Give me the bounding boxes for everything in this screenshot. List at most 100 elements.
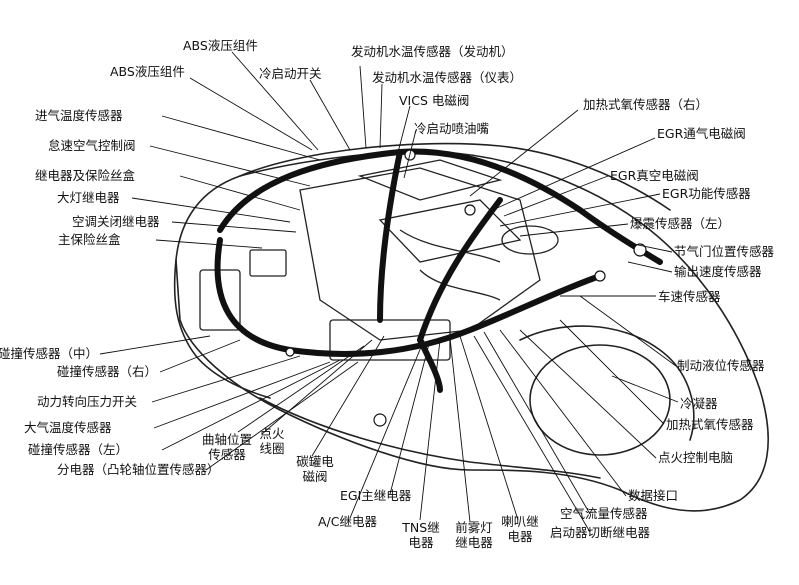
valve-cover-left: [378, 199, 522, 263]
leader-line: [261, 339, 373, 435]
air-cleaner: [501, 225, 559, 255]
label-front-fog-light-relay: 前雾灯继电器: [455, 520, 493, 550]
leader-line: [623, 241, 673, 253]
leader-line: [159, 339, 241, 373]
label-distributor-cmp-sensor: 分电器（凸轮轴位置传感器）: [57, 462, 220, 477]
label-output-speed-sensor: 输出速度传感器: [674, 264, 762, 279]
leader-line: [559, 319, 665, 425]
label-crash-sensor-right: 碰撞传感器（右）: [57, 364, 158, 379]
leader-line: [349, 339, 425, 519]
label-ignition-coil: 点火线圈: [259, 426, 285, 456]
harness-front: [214, 237, 603, 357]
leader-line: [237, 345, 365, 433]
label-throttle-position-sensor: 节气门位置传感器: [674, 244, 775, 259]
label-ambient-temp-sensor: 大气温度传感器: [24, 420, 112, 435]
label-intake-air-temp-sensor: 进气温度传感器: [35, 108, 123, 123]
leader-line: [309, 79, 351, 151]
wheel-well: [519, 325, 695, 441]
label-condenser: 冷凝器: [680, 396, 718, 411]
label-egr-function-sensor: EGR功能传感器: [662, 186, 751, 201]
label-main-fuse-box: 主保险丝盒: [58, 232, 121, 247]
leader-line: [503, 175, 609, 217]
leader-line: [205, 361, 359, 471]
fuse-box: [249, 249, 287, 277]
label-crankshaft-position-sensor: 曲轴位置传感器: [201, 432, 252, 462]
leader-line: [151, 355, 301, 403]
leader-line: [231, 51, 319, 151]
label-vehicle-speed-sensor: 车速传感器: [658, 289, 721, 304]
label-heated-o2-sensor: 加热式氧传感器: [666, 417, 754, 432]
label-horn-relay: 喇叭继电器: [501, 514, 539, 544]
leader-line: [483, 331, 591, 515]
leader-line: [131, 197, 291, 223]
label-abs-hydraulic-unit-1: ABS液压组件: [183, 38, 258, 53]
label-ac-cut-relay: 空调关闭继电器: [72, 214, 160, 229]
leader-line: [627, 261, 673, 273]
leader-line: [395, 105, 411, 161]
label-egr-vent-solenoid: EGR通气电磁阀: [657, 126, 746, 141]
label-abs-hydraulic-unit-2: ABS液压组件: [110, 64, 185, 79]
cowl-line: [239, 142, 671, 211]
harness-main: [217, 148, 663, 265]
label-starter-cut-relay: 启动器切断继电器: [550, 525, 651, 540]
leader-line: [161, 359, 341, 451]
harness-ecu: [417, 337, 443, 393]
label-headlight-relay: 大灯继电器: [57, 190, 120, 205]
leader-line: [149, 145, 311, 187]
leader-line: [473, 335, 591, 533]
leader-line: [499, 329, 627, 497]
label-brake-fluid-level-sensor: 制动液位传感器: [677, 358, 765, 373]
label-knock-sensor-left: 爆震传感器（左）: [630, 216, 731, 231]
label-heated-o2-sensor-right: 加热式氧传感器（右）: [583, 97, 709, 112]
label-egi-main-relay: EGI主继电器: [340, 488, 412, 503]
label-power-steering-pressure-switch: 动力转向压力开关: [37, 394, 138, 409]
intake-manifold: [399, 229, 501, 301]
label-coolant-temp-sensor-engine: 发动机水温传感器（发动机）: [351, 44, 514, 59]
leader-line: [189, 77, 313, 151]
leader-line: [469, 109, 579, 197]
connector: [464, 204, 476, 216]
leader-line: [161, 115, 321, 161]
leader-lines: [99, 51, 679, 533]
label-ignition-control-module: 点火控制电脑: [658, 450, 734, 465]
leader-line: [171, 221, 297, 233]
leader-line: [449, 337, 471, 523]
leader-line: [579, 295, 677, 367]
leader-line: [153, 361, 331, 429]
leader-line: [519, 329, 657, 459]
leader-line: [379, 83, 383, 149]
label-egr-vacuum-solenoid: EGR真空电磁阀: [610, 168, 699, 183]
label-cold-start-switch: 冷启动开关: [259, 66, 322, 81]
label-crash-sensor-center: 碰撞传感器（中）: [0, 346, 99, 361]
fender-left: [173, 259, 271, 399]
label-crash-sensor-left: 碰撞传感器（左）: [28, 442, 129, 457]
connector: [373, 413, 387, 427]
leader-line: [99, 335, 211, 355]
leader-line: [519, 223, 629, 237]
leader-line: [499, 193, 661, 227]
leader-line: [487, 137, 656, 213]
leader-line: [611, 375, 679, 403]
leader-line: [389, 339, 431, 495]
label-tns-relay: TNS继电器: [402, 520, 440, 550]
leader-line: [179, 175, 301, 211]
label-mass-air-flow-sensor: 空气流量传感器: [560, 506, 648, 521]
leader-line: [155, 239, 263, 249]
label-relay-and-fuse-box: 继电器及保险丝盒: [35, 168, 136, 183]
leader-line: [359, 65, 367, 149]
leader-line: [459, 335, 519, 521]
label-idle-air-control-valve: 怠速空气控制阀: [48, 138, 136, 153]
front-bumper: [259, 397, 601, 479]
label-ac-relay: A/C继电器: [318, 514, 377, 529]
connector: [594, 270, 606, 282]
valve-cover-right: [357, 159, 503, 201]
connector: [633, 243, 647, 257]
wheel: [529, 344, 671, 456]
label-coolant-temp-sensor-gauge: 发动机水温传感器（仪表）: [372, 70, 523, 85]
label-cold-start-injector: 冷启动喷油嘴: [414, 121, 490, 136]
connector: [285, 347, 295, 357]
label-canister-purge-solenoid: 碳罐电磁阀: [296, 454, 334, 484]
leader-line: [311, 335, 385, 457]
harness-branch: [377, 149, 503, 343]
